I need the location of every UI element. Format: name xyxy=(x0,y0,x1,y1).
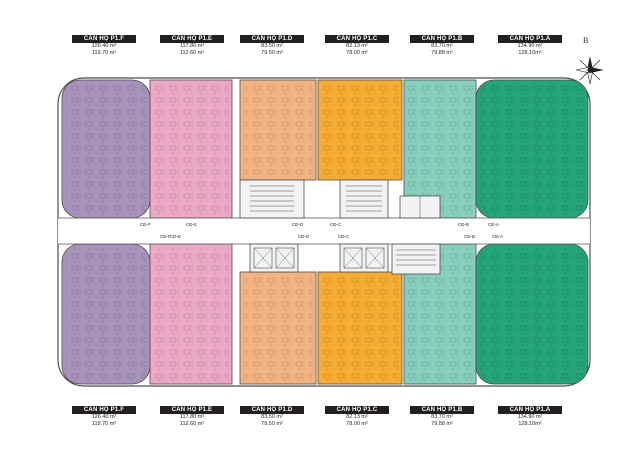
unit-area: 83.70 m² xyxy=(431,414,453,420)
section-mark: CĐ-A xyxy=(488,222,499,227)
unit-area: 79.50 m² xyxy=(261,50,283,56)
unit-area: 134.90 m² xyxy=(517,414,543,420)
lift-lobby-right xyxy=(339,243,389,273)
unit-code: CĂN HỘ P1.A xyxy=(498,406,562,414)
stair-bottom xyxy=(391,243,441,275)
unit-area: 117.80 m² xyxy=(179,414,205,420)
unit-area: 78.00 m² xyxy=(346,421,368,427)
unit-label-p1c-top: CĂN HỘ P1.C 82.13 m² 78.00 m² xyxy=(325,35,389,57)
unit-area: 119.70 m² xyxy=(91,421,117,427)
unit-code: CĂN HỘ P1.A xyxy=(498,35,562,43)
unit-code: CĂN HỘ P1.D xyxy=(240,406,304,414)
room-layout-p1f-bottom xyxy=(65,247,147,381)
unit-code: CĂN HỘ P1.C xyxy=(325,406,389,414)
room-layout-p1d-top xyxy=(243,83,313,177)
room-layout-p1a-top xyxy=(479,83,585,215)
core-shaft xyxy=(399,195,441,219)
unit-code: CĂN HỘ P1.F xyxy=(72,35,136,43)
unit-label-p1d-top: CĂN HỘ P1.D 83.50 m² 79.50 m² xyxy=(240,35,304,57)
unit-area: 117.80 m² xyxy=(179,43,205,49)
unit-label-p1b-top: CĂN HỘ P1.B 83.70 m² 79.88 m² xyxy=(410,35,474,57)
section-mark: CĐ-F xyxy=(160,234,171,239)
unit-area: 112.60 m² xyxy=(179,50,205,56)
unit-label-p1b-bottom: CĂN HỘ P1.B 83.70 m² 79.88 m² xyxy=(410,406,474,428)
section-mark: CĐ-D xyxy=(292,222,304,227)
unit-code: CĂN HỘ P1.C xyxy=(325,35,389,43)
section-mark: CĐ-E xyxy=(186,222,197,227)
unit-label-p1a-bottom: CĂN HỘ P1.A 134.90 m² 128.10m² xyxy=(498,406,562,428)
unit-area: 79.50 m² xyxy=(261,421,283,427)
unit-area: 79.88 m² xyxy=(431,421,453,427)
unit-label-p1a-top: CĂN HỘ P1.A 134.90 m² 128.10m² xyxy=(498,35,562,57)
unit-code: CĂN HỘ P1.E xyxy=(160,406,224,414)
room-layout-p1c-bottom xyxy=(321,275,399,381)
room-layout-p1d-bottom xyxy=(243,275,313,381)
section-mark: CĐ-F xyxy=(140,222,151,227)
unit-label-p1e-bottom: CĂN HỘ P1.E 117.80 m² 112.60 m² xyxy=(160,406,224,428)
unit-area: 82.13 m² xyxy=(346,414,368,420)
room-layout-p1a-bottom xyxy=(479,247,585,381)
unit-area: 126.40 m² xyxy=(91,43,117,49)
core-top-right xyxy=(339,179,389,219)
unit-label-p1f-top: CĂN HỘ P1.F 126.40 m² 119.70 m² xyxy=(72,35,136,57)
section-mark: CĐ-E xyxy=(170,234,181,239)
lift-lobby-left xyxy=(249,243,299,273)
room-layout-p1f-top xyxy=(65,83,147,215)
unit-area: 78.00 m² xyxy=(346,50,368,56)
section-mark: CĐ-A xyxy=(492,234,503,239)
unit-area: 83.50 m² xyxy=(261,414,283,420)
compass-letter: B xyxy=(583,36,589,45)
unit-label-p1f-bottom: CĂN HỘ P1.F 126.40 m² 119.70 m² xyxy=(72,406,136,428)
unit-area: 134.90 m² xyxy=(517,43,543,49)
unit-code: CĂN HỘ P1.F xyxy=(72,406,136,414)
unit-area: 119.70 m² xyxy=(91,50,117,56)
section-mark: CĐ-C xyxy=(338,234,350,239)
unit-area: 83.70 m² xyxy=(431,43,453,49)
unit-area: 112.60 m² xyxy=(179,421,205,427)
section-mark: CĐ-B xyxy=(458,222,469,227)
room-layout-p1b-top xyxy=(407,83,473,215)
section-mark: CĐ-B xyxy=(464,234,475,239)
unit-label-p1c-bottom: CĂN HỘ P1.C 82.13 m² 78.00 m² xyxy=(325,406,389,428)
unit-area: 128.10m² xyxy=(518,50,542,56)
unit-area: 126.40 m² xyxy=(91,414,117,420)
section-mark: CĐ-C xyxy=(330,222,342,227)
corridor xyxy=(58,218,590,244)
room-layout-p1e-top xyxy=(153,83,229,215)
unit-code: CĂN HỘ P1.D xyxy=(240,35,304,43)
room-layout-p1c-top xyxy=(321,83,399,177)
unit-area: 82.13 m² xyxy=(346,43,368,49)
unit-label-p1e-top: CĂN HỘ P1.E 117.80 m² 112.60 m² xyxy=(160,35,224,57)
unit-code: CĂN HỘ P1.B xyxy=(410,35,474,43)
compass-icon xyxy=(575,56,604,85)
section-mark: CĐ-D xyxy=(298,234,310,239)
unit-area: 83.50 m² xyxy=(261,43,283,49)
room-layout-p1e-bottom xyxy=(153,247,229,381)
unit-label-p1d-bottom: CĂN HỘ P1.D 83.50 m² 79.50 m² xyxy=(240,406,304,428)
core-top-left xyxy=(239,179,305,219)
unit-area: 128.10m² xyxy=(518,421,542,427)
unit-area: 79.88 m² xyxy=(431,50,453,56)
unit-code: CĂN HỘ P1.E xyxy=(160,35,224,43)
unit-code: CĂN HỘ P1.B xyxy=(410,406,474,414)
